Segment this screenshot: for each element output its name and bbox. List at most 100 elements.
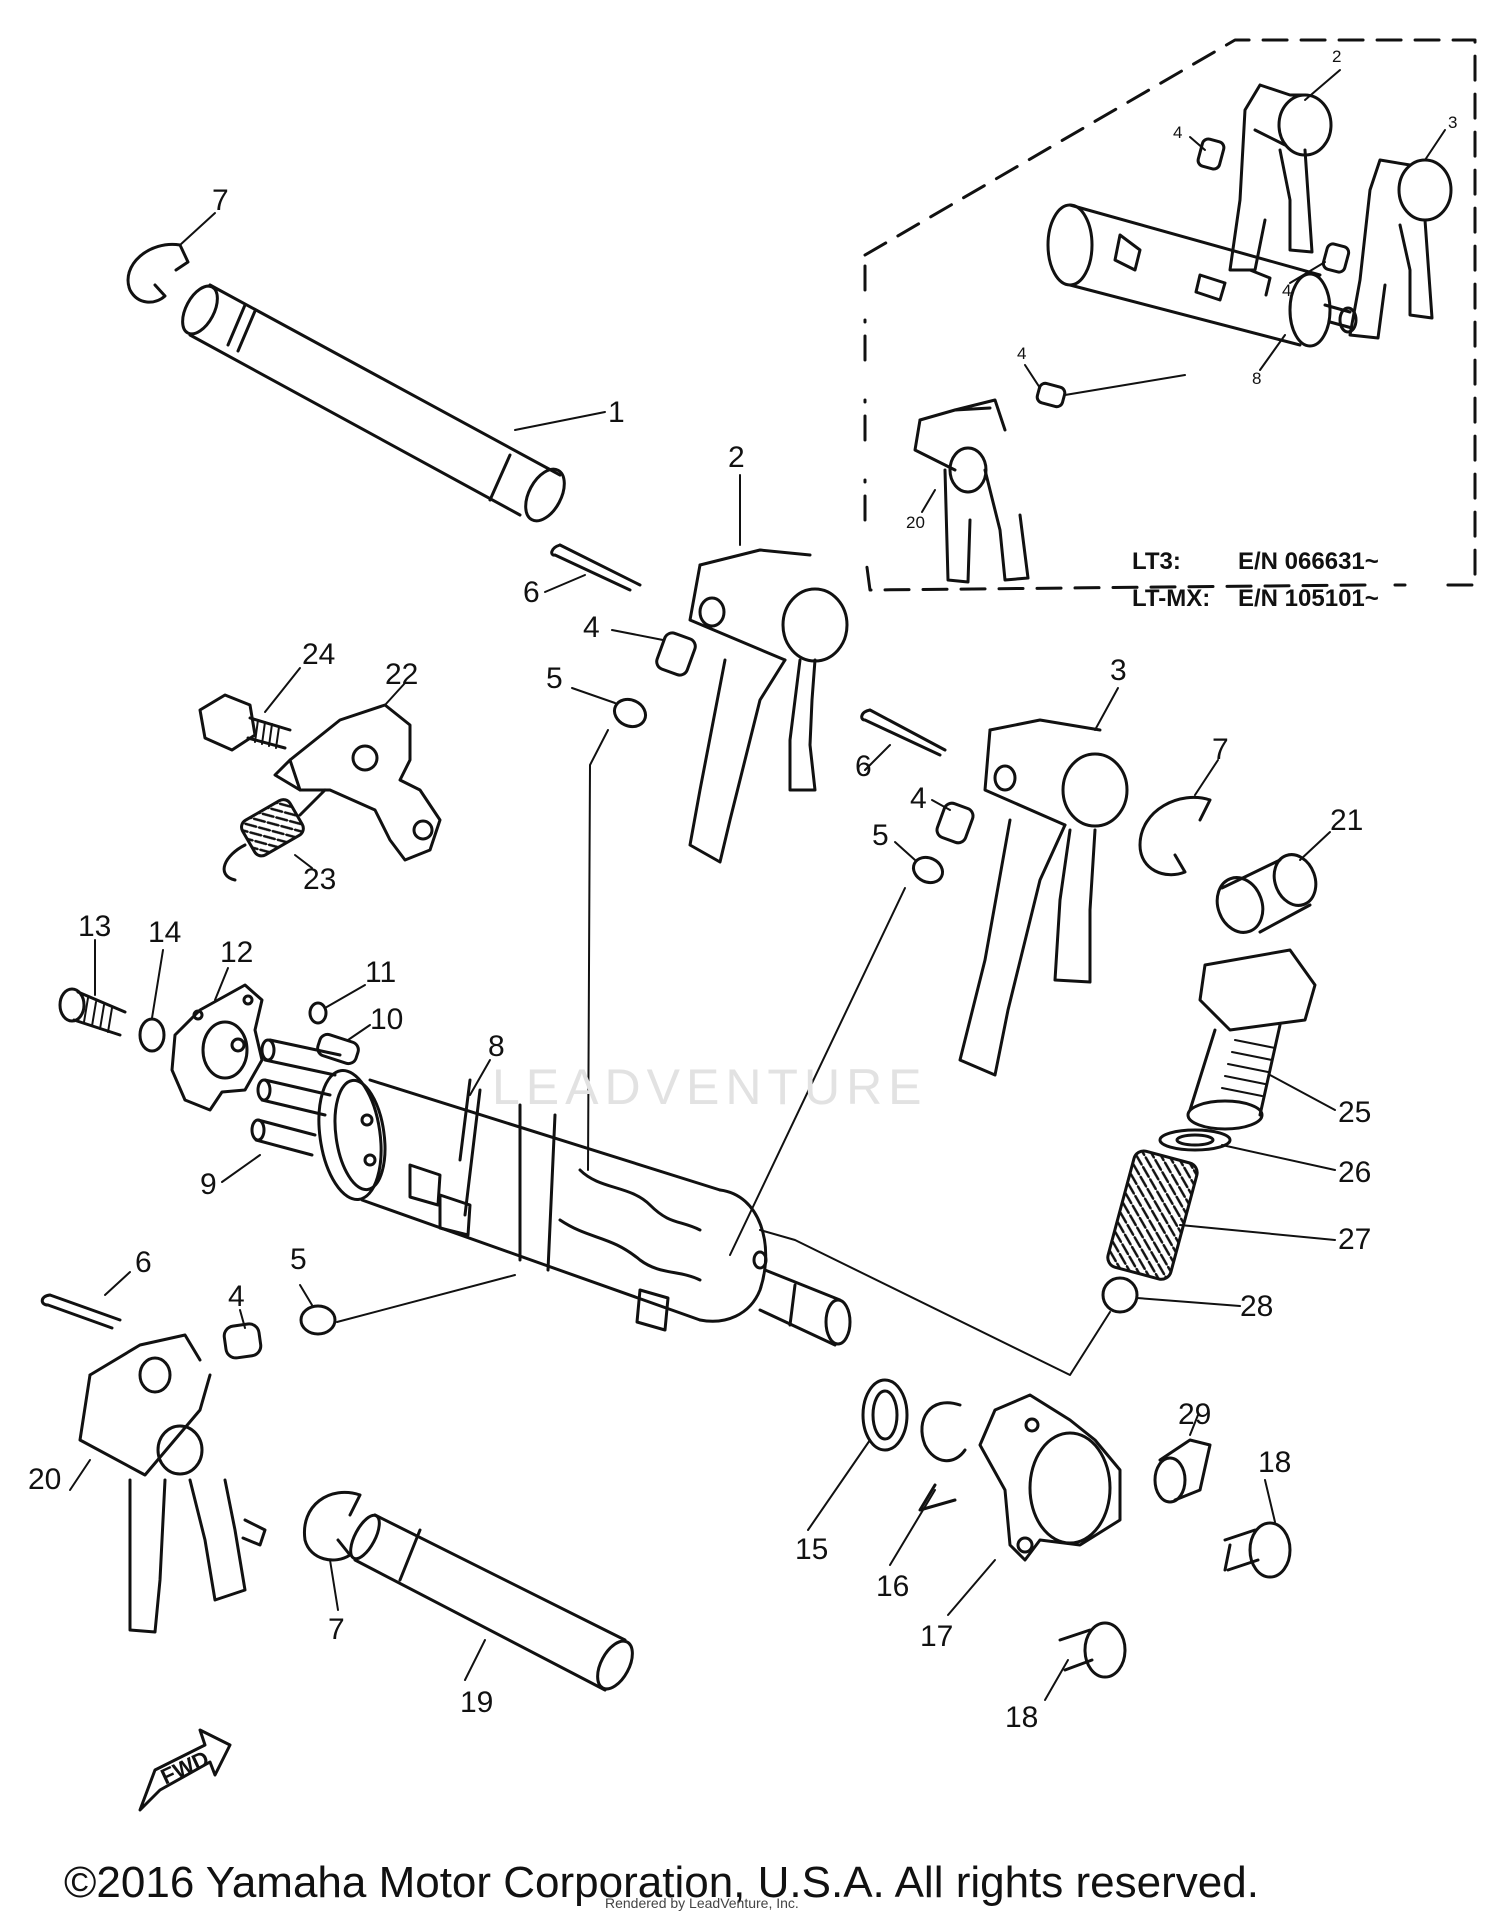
callout-10: 10 xyxy=(370,1003,404,1036)
callout-27: 27 xyxy=(1338,1223,1372,1256)
callout-20: 20 xyxy=(28,1463,62,1496)
leader-5-mid-to-drum xyxy=(729,887,906,1256)
stopper-lever-22 xyxy=(273,703,442,862)
spring-23 xyxy=(222,788,327,882)
inset-leaders xyxy=(921,69,1446,513)
screw-18-lower xyxy=(1058,1621,1127,1679)
shift-fork-shaft-19 xyxy=(349,1513,634,1692)
bolt-24 xyxy=(198,693,292,752)
leader-6-right xyxy=(864,744,891,771)
callout-29: 29 xyxy=(1178,1398,1212,1431)
leader-22 xyxy=(384,682,406,706)
shift-fork-2 xyxy=(688,548,849,864)
spring-27 xyxy=(1106,1149,1199,1281)
roller-5-mid xyxy=(911,855,945,885)
callout-21: 21 xyxy=(1330,804,1364,837)
shift-fork-20 xyxy=(78,1333,267,1634)
fwd-arrow xyxy=(138,1728,232,1812)
callout-24: 24 xyxy=(302,638,336,671)
leader-25 xyxy=(1269,1074,1336,1111)
callout-4-upper: 4 xyxy=(583,611,600,644)
inset-callout-3: 3 xyxy=(1448,113,1458,132)
copyright-notice: ©2016 Yamaha Motor Corporation, U.S.A. A… xyxy=(64,1858,1259,1907)
leader-9 xyxy=(221,1154,261,1183)
collar-21 xyxy=(1215,853,1318,934)
leader-1 xyxy=(514,411,606,431)
leader-14 xyxy=(151,949,164,1019)
inset-callout-20: 20 xyxy=(906,513,925,532)
leader-7-lower xyxy=(329,1559,339,1611)
leader-29 xyxy=(1189,1414,1199,1436)
leader-26 xyxy=(1221,1144,1336,1171)
leader-3 xyxy=(1094,687,1119,731)
cover-17 xyxy=(978,1393,1122,1562)
rendered-by-notice: Rendered by LeadVenture, Inc. xyxy=(605,1895,799,1911)
callout-1: 1 xyxy=(608,396,625,429)
callout-2: 2 xyxy=(728,441,745,474)
leader-21 xyxy=(1299,831,1331,861)
leader-6-lower xyxy=(104,1271,131,1296)
leader-7-top xyxy=(179,212,216,246)
inset-callout-8: 8 xyxy=(1252,369,1262,388)
inset-callout-4c: 4 xyxy=(1017,344,1027,363)
inset-shift-fork-20 xyxy=(913,398,1030,584)
callout-3: 3 xyxy=(1110,654,1127,687)
roller-5-upper xyxy=(612,697,648,729)
callout-14: 14 xyxy=(148,916,182,949)
leader-24 xyxy=(264,667,301,713)
callout-18-right: 18 xyxy=(1258,1446,1292,1479)
inset-shift-fork-3 xyxy=(1348,158,1453,340)
ball-28 xyxy=(1101,1276,1139,1314)
washer-14 xyxy=(138,1017,166,1053)
washer-15 xyxy=(861,1378,909,1452)
callout-23: 23 xyxy=(303,863,337,896)
leader-28-to-drum xyxy=(759,1229,1111,1376)
inset-boundary xyxy=(863,38,1477,592)
circlip-7-right xyxy=(1138,795,1212,877)
leader-5-lower-to-drum xyxy=(336,1274,516,1323)
leader-18-lower xyxy=(1044,1659,1069,1701)
roller-5-lower xyxy=(299,1304,337,1336)
inset-callout-2: 2 xyxy=(1332,47,1342,66)
leader-5-upper xyxy=(571,687,616,704)
inset-shift-drum xyxy=(1046,203,1358,348)
callout-8: 8 xyxy=(488,1030,505,1063)
callout-5-lower: 5 xyxy=(290,1243,307,1276)
leader-15 xyxy=(807,1439,871,1531)
callout-18-lower: 18 xyxy=(1005,1701,1039,1734)
callout-6-upper: 6 xyxy=(523,576,540,609)
callout-12: 12 xyxy=(220,936,254,969)
watermark: LEADVENTURE xyxy=(492,1059,928,1115)
cotter-pin-6-right xyxy=(860,708,947,757)
callout-11: 11 xyxy=(365,956,397,989)
screw-18-right xyxy=(1223,1521,1292,1579)
leader-6-upper xyxy=(544,574,586,593)
variant-lt3-model: LT3: xyxy=(1132,548,1181,575)
pin-4-lower xyxy=(222,1322,263,1360)
circlip-7-top xyxy=(126,242,190,304)
shift-fork-3 xyxy=(958,718,1129,1077)
drum-end-shaft xyxy=(758,1268,852,1347)
variant-ltmx-model: LT-MX: xyxy=(1132,585,1211,612)
shift-fork-shaft-1 xyxy=(181,283,566,523)
callout-9: 9 xyxy=(200,1168,217,1201)
callout-7-top: 7 xyxy=(212,184,229,217)
leader-28 xyxy=(1136,1297,1241,1307)
inset-callout-4a: 4 xyxy=(1173,123,1183,142)
callout-13: 13 xyxy=(78,910,112,943)
leader-10 xyxy=(347,1024,371,1041)
callout-7-lower: 7 xyxy=(328,1613,345,1646)
variant-ltmx-serial: E/N 105101~ xyxy=(1238,585,1379,612)
pins-9 xyxy=(250,1038,342,1157)
inset-pins xyxy=(1035,137,1351,409)
callout-19: 19 xyxy=(460,1686,494,1719)
leader-11 xyxy=(324,984,366,1009)
pin-4-mid xyxy=(935,801,975,845)
callout-6-right: 6 xyxy=(855,750,872,783)
callout-16: 16 xyxy=(876,1570,910,1603)
leader-16 xyxy=(889,1489,936,1566)
leader-4-upper xyxy=(611,629,664,641)
callout-28: 28 xyxy=(1240,1290,1274,1323)
circlip-7-lower xyxy=(302,1490,362,1562)
